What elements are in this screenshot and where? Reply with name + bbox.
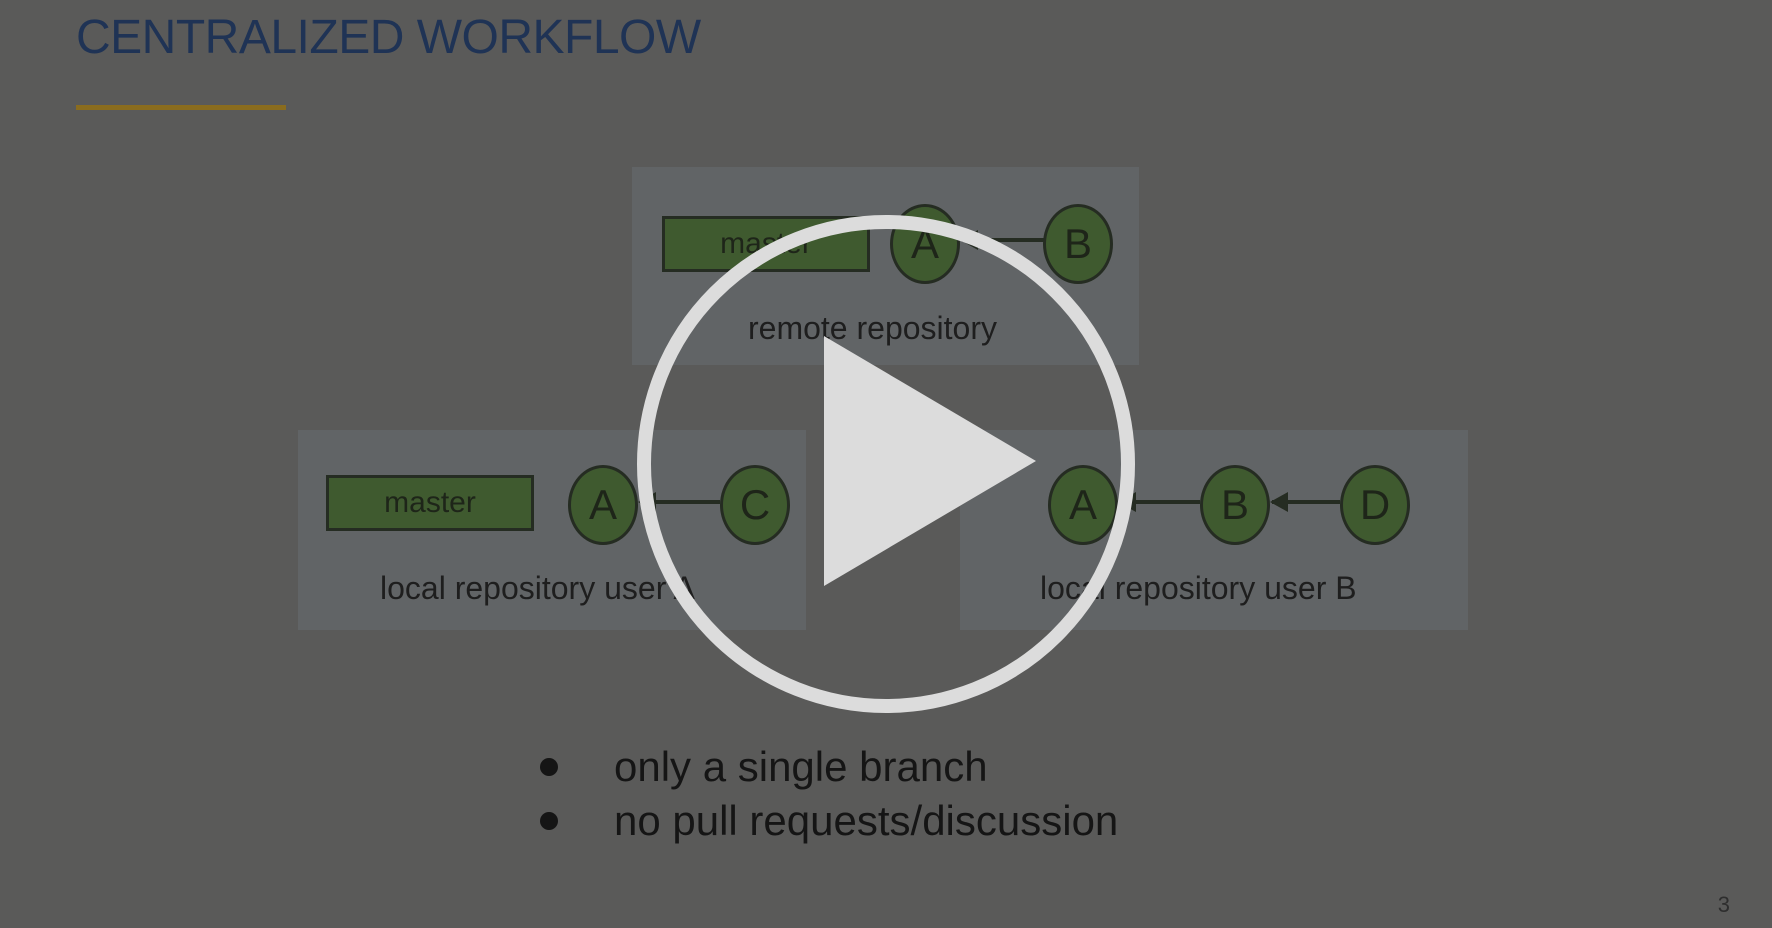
local-a-commit-c: C [720, 465, 790, 545]
remote-repository-label: remote repository [748, 310, 997, 346]
local-a-label: local repository user A [380, 570, 695, 606]
remote-commit-b: B [1043, 204, 1113, 284]
bullet-text: no pull requests/discussion [614, 797, 1119, 844]
local-b-commit-a: A [1048, 465, 1118, 545]
play-icon [824, 336, 1036, 586]
bullet-dot-icon [540, 812, 558, 830]
bullet-text: only a single branch [614, 743, 988, 790]
local-b-commit-b: B [1200, 465, 1270, 545]
slide-title: CENTRALIZED WORKFLOW [76, 11, 701, 64]
bullet-list: only a single branch no pull requests/di… [540, 740, 1118, 848]
bullet-item: no pull requests/discussion [540, 794, 1118, 848]
bullet-item: only a single branch [540, 740, 1118, 794]
play-button[interactable] [636, 214, 1136, 714]
title-underline [76, 105, 286, 110]
local-b-commit-d: D [1340, 465, 1410, 545]
page-number: 3 [1717, 892, 1730, 917]
remote-commit-a: A [890, 204, 960, 284]
bullet-dot-icon [540, 758, 558, 776]
local-a-master-branch: master [326, 475, 534, 531]
play-ring-icon [637, 215, 1135, 713]
local-b-arrow-d-to-b [1270, 492, 1340, 512]
local-a-commit-a: A [568, 465, 638, 545]
